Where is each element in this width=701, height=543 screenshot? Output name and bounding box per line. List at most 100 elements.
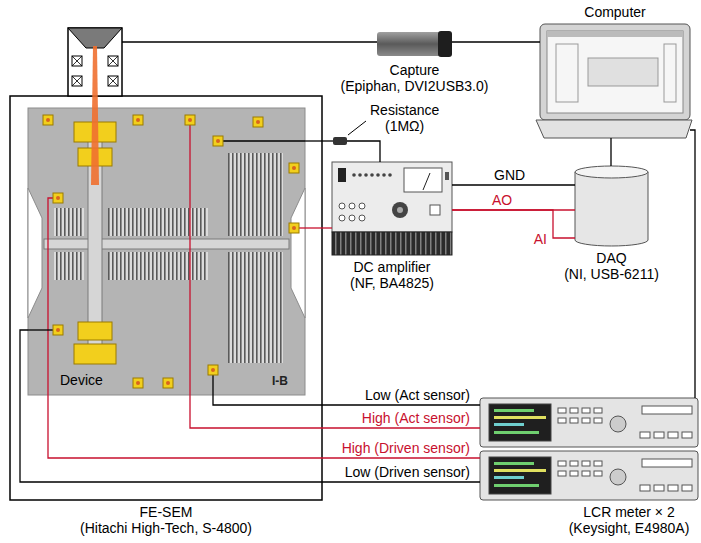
resistor-drawing-part [333,137,347,145]
amplifier-drawing-part-part [388,173,392,177]
signal-wire [452,41,540,42]
mems-chip-part-part [289,163,299,173]
mems-chip-part [54,252,84,280]
mems-chip-part-part [223,140,305,141]
signal-wire [610,138,611,166]
device-name: LCR meter × 2 [569,504,690,520]
amplifier-drawing-part-part [382,173,386,177]
lcr-drawing-part [489,404,551,441]
model-name: (NF, BA4825) [350,275,434,291]
laptop-drawing-part [536,120,692,138]
mems-chip-part-part [53,325,63,335]
device-name: Capture [341,62,489,78]
lcr-drawing-part-part [582,461,590,466]
amplifier-drawing-part [397,207,403,213]
daq-drawing-part [575,172,648,246]
fe-sem-chamber: FE-SEM(Hitachi High-Tech, S-4800)Device [10,96,322,500]
mems-chip-part-part [46,118,50,122]
fe-sem-drawing-part [68,28,122,48]
mems-chip-part [108,252,208,280]
lcr-drawing-part-part [570,471,578,476]
lcr-drawing-part [494,423,524,426]
node-caption: DAQ(NI, USB-6211) [564,250,659,282]
amplifier-drawing-part-part [376,173,380,177]
fe-sem-drawing-part [10,96,322,500]
amplifier-drawing-part-part [349,215,355,221]
amplifier-drawing-part-part [359,203,365,209]
device-name: Device [60,372,103,388]
mems-chip-part [228,153,283,236]
lcr-drawing-part [610,469,626,485]
daq-drawing [575,166,648,246]
amplifier-drawing-part [332,162,452,232]
lcr-drawing-part [494,484,539,487]
fe-sem-drawing-part-part [108,76,118,86]
node-caption: Resistance(1MΩ) [370,102,439,134]
device-name: FE-SEM [80,504,252,520]
mems-chip-part-part [212,375,213,395]
mems-chip-part-part [253,117,263,127]
signal-wire [20,330,480,482]
device-name: DC amplifier [350,259,434,275]
lcr-drawing-part-part [582,471,590,476]
mems-chip-part [291,188,305,318]
lcr-drawing-part-part [558,471,566,476]
device-name: Computer [584,4,645,20]
node-caption: Capture(Epiphan, DVI2USB3.0) [341,62,489,94]
amplifier-drawing-part-part [364,173,368,177]
lcr-drawing-part [610,416,626,432]
lcr-drawing-part [489,457,551,494]
mems-chip-part-part [208,365,218,375]
mems-chip-part-part [48,198,53,395]
signal-wire [122,41,377,42]
amplifier-drawing-part [445,172,449,180]
fe-sem-drawing-part-part [108,56,118,66]
lcr-drawing-part-part [654,485,664,491]
amplifier-drawing-part-part [339,203,345,209]
mems-chip-part-part [189,125,190,395]
lcr-drawing-part [494,431,539,434]
device-name: DAQ [564,250,659,266]
mems-chip-part-part [188,118,192,122]
lcr-drawing-part [480,398,698,447]
lcr-drawing-part [480,451,698,500]
lcr-meter: LCR meter × 2(Keysight, E4980A) [480,398,698,500]
signal-wire [347,141,380,162]
mems-chip-part [228,252,283,363]
signal-label: Low (Driven sensor) [343,465,472,480]
amplifier-drawing-part [392,202,408,218]
amplifier-drawing-part [332,232,452,255]
mems-chip-part-part [166,381,170,385]
lcr-drawing-part-part [668,485,678,491]
mems-chip-part [74,344,116,364]
node-caption: FE-SEM(Hitachi High-Tech, S-4800) [80,504,252,536]
node-caption: DC amplifier(NF, BA4825) [350,259,434,291]
lcr-drawing-part-part [558,418,566,423]
daq-drawing-part [575,166,648,178]
mems-chip-part-part [136,381,140,385]
amplifier-drawing-part-part [349,203,355,209]
mems-chip-part [78,322,112,340]
mems-chip-part-part [256,120,260,124]
electron-beam [91,46,99,185]
amplifier-drawing-part-part [370,173,374,177]
mems-chip-part-part [292,226,296,230]
mems-chip-part-part [53,193,63,203]
lcr-drawing-part-part [654,432,664,438]
fe-sem-drawing-part-part [72,76,82,86]
fe-sem-drawing-part-part [108,76,118,86]
signal-wire [305,140,333,141]
amplifier-drawing-part [404,168,442,192]
signal-label: Low (Act sensor) [363,388,472,403]
fe-sem-drawing-part-part [72,76,82,86]
signal-wire [48,395,480,458]
mems-chip-part-part [28,329,53,330]
mems-chip-part-part [133,115,143,125]
node-caption: LCR meter × 2(Keysight, E4980A) [569,504,690,536]
fe-sem-drawing-part-part [108,56,118,66]
resistor-drawing-part [348,121,366,135]
amplifier-drawing-part-part [339,215,345,221]
amplifier-drawing-part-part [358,173,362,177]
mems-chip-part [46,118,296,385]
signal-label: High (Act sensor) [360,411,472,426]
